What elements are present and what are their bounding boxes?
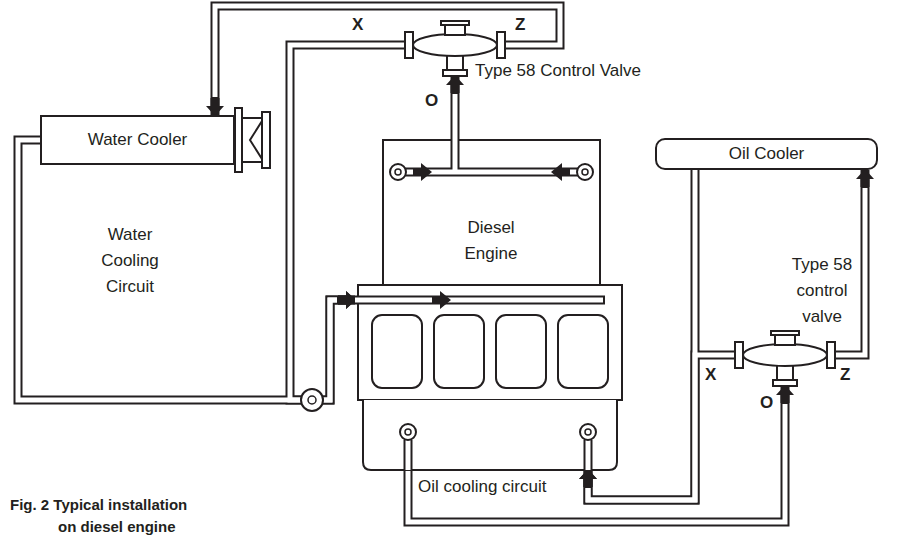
node-label: Water Cooler xyxy=(88,130,188,150)
cylinder xyxy=(558,315,608,388)
valve-body xyxy=(743,344,827,366)
pipe-bore xyxy=(18,140,337,400)
control-valve: Type 58 Control Valve xyxy=(405,21,505,76)
pipe-connector xyxy=(215,6,560,115)
water-cooler-box: Water Cooler xyxy=(40,115,235,165)
valve-flange xyxy=(773,380,797,386)
pipe-bore xyxy=(408,440,588,470)
figure-caption: Fig. 2 Typical installation on diesel en… xyxy=(10,494,198,538)
port-letter: Z xyxy=(515,14,525,36)
pipe-bore xyxy=(355,298,603,303)
circuit-label: Water Cooling Circuit xyxy=(95,222,165,300)
port-fitting-bore xyxy=(395,169,401,175)
valve-flange xyxy=(735,342,743,368)
cooler-cap-baffle xyxy=(250,121,262,159)
port-fitting xyxy=(577,164,593,180)
water-pump xyxy=(301,389,323,411)
valve-body xyxy=(413,34,497,56)
flow-arrow xyxy=(413,163,432,181)
water-pump-hub xyxy=(308,396,316,404)
valve-flange xyxy=(443,70,467,76)
cylinder xyxy=(434,315,484,388)
port-letter: O xyxy=(425,90,438,112)
cooler-flange xyxy=(262,112,270,168)
flow-arrow xyxy=(551,163,570,181)
engine-drawing xyxy=(355,138,625,470)
node-label: Oil Cooler xyxy=(729,144,805,164)
pipe-bore xyxy=(453,94,458,138)
cylinder-head xyxy=(383,140,600,285)
valve-flange xyxy=(405,32,413,58)
pipe-wall xyxy=(215,6,560,115)
valve-flange xyxy=(497,32,505,58)
valve-cap xyxy=(441,21,469,25)
valve-cap xyxy=(771,331,799,335)
port-letter: X xyxy=(352,14,363,36)
engine-outline xyxy=(355,138,622,470)
valve-drawing xyxy=(735,331,835,386)
cooler-flange xyxy=(235,108,242,172)
oil-port-pipe xyxy=(408,440,588,470)
port-fitting-bore xyxy=(405,429,411,435)
pipe-wall xyxy=(451,76,460,138)
pipe-connector xyxy=(18,140,355,400)
port-fitting-bore xyxy=(585,429,591,435)
pipe-bore xyxy=(215,6,560,97)
port-fitting xyxy=(400,424,416,440)
inlet-manifold xyxy=(355,296,605,305)
node-label: Type 58 control valve xyxy=(789,252,855,330)
control-valve: Type 58 control valve xyxy=(735,331,835,386)
port-fitting-bore xyxy=(582,169,588,175)
head-manifold xyxy=(398,138,585,172)
port-letter: O xyxy=(760,392,773,414)
crankcase xyxy=(363,400,617,470)
flow-arrow xyxy=(432,291,451,309)
pipe-bore xyxy=(398,138,585,172)
valve-bonnet xyxy=(445,25,465,35)
cooler-cap-shell xyxy=(242,118,262,162)
cylinder xyxy=(496,315,546,388)
pipe-connector xyxy=(455,76,456,138)
valve-bonnet xyxy=(775,335,795,345)
node-label: Diesel Engine xyxy=(456,215,526,267)
valve-symbol xyxy=(735,331,835,386)
circuit-label: Oil cooling circuit xyxy=(418,476,547,498)
port-fitting xyxy=(390,164,406,180)
cylinder xyxy=(372,315,422,388)
diesel-engine: Diesel Engine xyxy=(355,138,625,470)
port-letter: X xyxy=(705,364,716,386)
port-fitting xyxy=(580,424,596,440)
port-letter: Z xyxy=(840,364,850,386)
node-label: Type 58 Control Valve xyxy=(475,58,641,84)
valve-flange xyxy=(827,342,835,368)
pipe-wall xyxy=(18,140,355,400)
oil-cooler-box: Oil Cooler xyxy=(655,138,878,170)
pipe-bores xyxy=(18,6,865,522)
